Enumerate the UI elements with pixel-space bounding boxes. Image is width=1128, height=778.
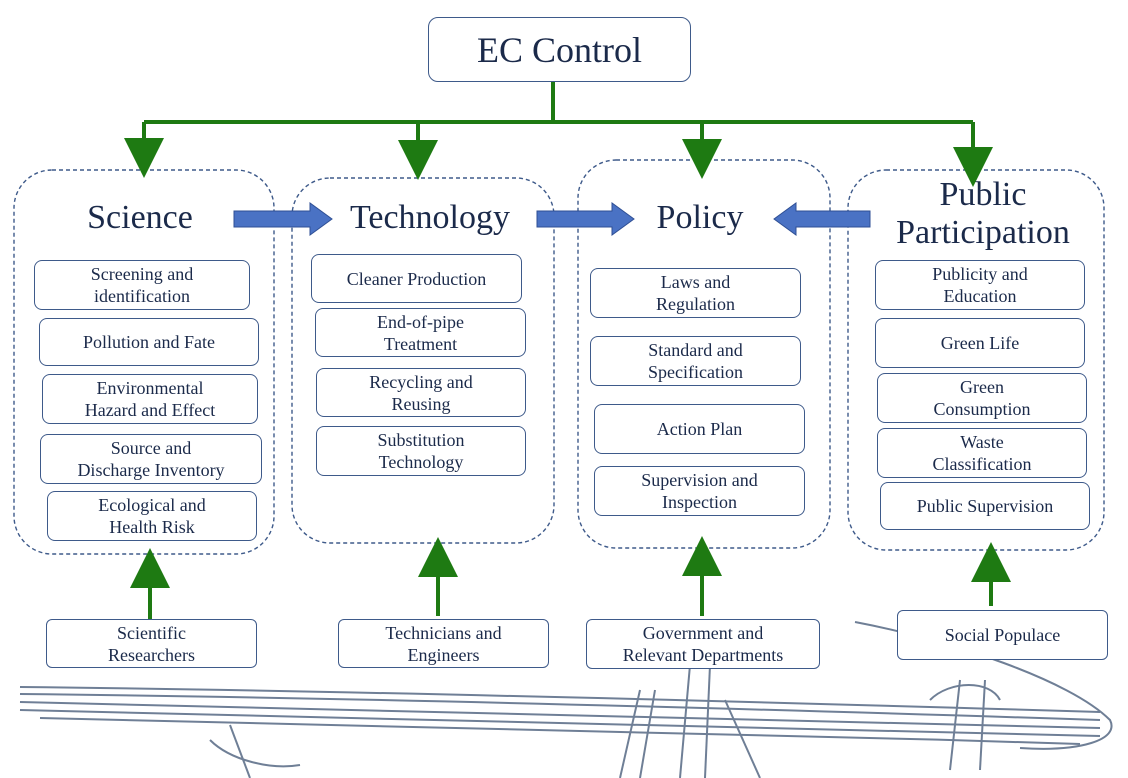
science-item: Pollution and Fate [39,318,259,366]
control-connectors [124,82,993,187]
actor-connectors [130,536,1011,620]
public-item: Publicity and Education [875,260,1085,310]
policy-item: Standard and Specification [590,336,801,386]
science-title: Science [87,199,193,236]
technology-item: Substitution Technology [316,426,526,476]
ec-control-box: EC Control [428,17,691,82]
technology-item: Cleaner Production [311,254,522,303]
technology-title: Technology [349,199,511,236]
flow-science-to-technology [233,202,333,236]
technology-item: Recycling and Reusing [316,368,526,417]
public-item: Public Supervision [880,482,1090,530]
technology-item: End-of-pipe Treatment [315,308,526,357]
flow-public-to-policy [773,202,871,236]
actor-social-populace: Social Populace [897,610,1108,660]
policy-item: Action Plan [594,404,805,454]
policy-item: Supervision and Inspection [594,466,805,516]
science-item: Ecological and Health Risk [47,491,257,541]
flow-arrows [233,202,871,236]
policy-title: Policy [656,199,744,236]
public-item: Green Life [875,318,1085,368]
actor-scientific-researchers: Scientific Researchers [46,619,257,668]
public-item: Green Consumption [877,373,1087,423]
public-participation-title: Public Participation [896,176,1070,251]
actor-government-departments: Government and Relevant Departments [586,619,820,669]
flow-technology-to-policy [536,202,635,236]
science-item: Source and Discharge Inventory [40,434,262,484]
actor-technicians-engineers: Technicians and Engineers [338,619,549,668]
science-item: Screening and identification [34,260,250,310]
policy-item: Laws and Regulation [590,268,801,318]
public-item: Waste Classification [877,428,1087,478]
science-item: Environmental Hazard and Effect [42,374,258,424]
